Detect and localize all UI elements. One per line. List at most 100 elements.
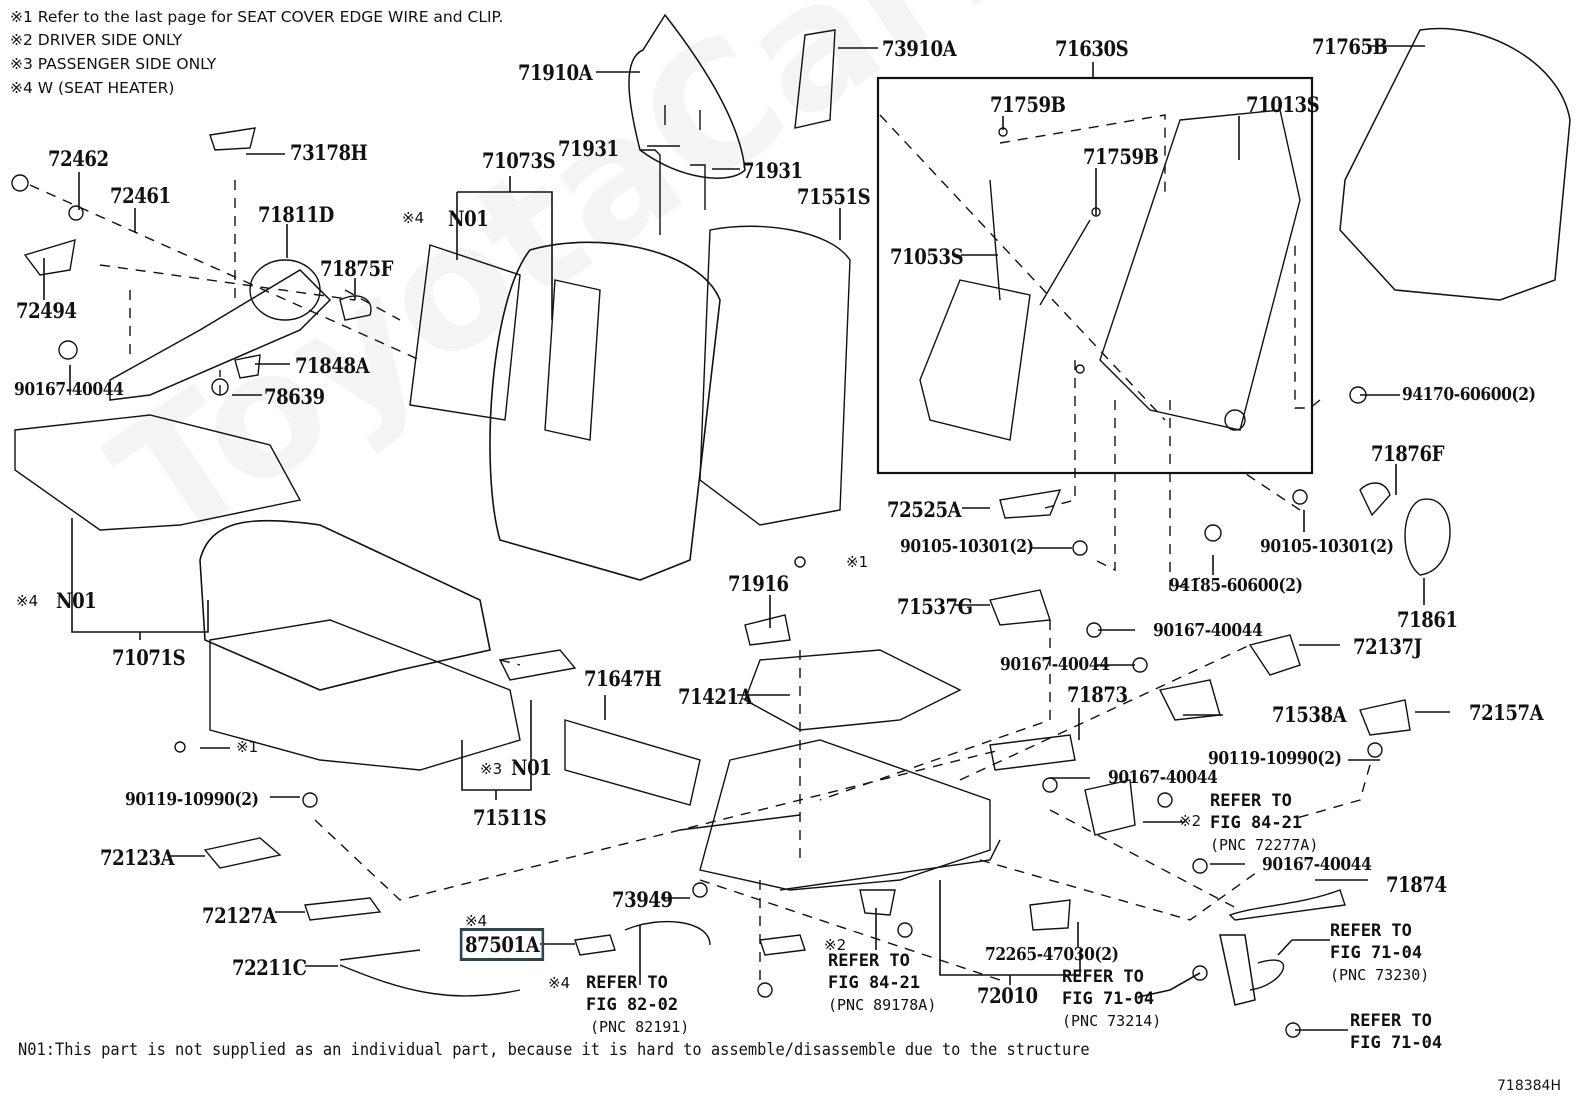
part-label-90119-10990-a[interactable]: 90119-10990(2) [1208,748,1342,769]
part-label-72157A[interactable]: 72157A [1469,700,1544,725]
n01-label-cushion-heater[interactable]: N01 [56,588,97,613]
refer-text: REFER TO [828,951,910,971]
part-label-71537G[interactable]: 71537G [897,594,973,619]
part-label-71071S[interactable]: 71071S [112,645,186,670]
refer-fig: FIG 82-02 [586,995,679,1015]
part-label-90119-10990-b[interactable]: 90119-10990(2) [125,789,259,810]
mark-2-fig8421-a: ※2 [1179,812,1202,830]
seat-cushion-pad-shape [209,619,521,771]
refer-text: REFER TO [1330,921,1412,941]
note-2: ※2 DRIVER SIDE ONLY [10,31,183,49]
part-label-72462[interactable]: 72462 [48,146,109,171]
mark-4-backrest: ※4 [402,209,425,227]
cushion-heater-shape [14,414,302,531]
part-label-71647H[interactable]: 71647H [584,666,662,691]
seatback-cover-shape [489,241,721,581]
part-label-71811D[interactable]: 71811D [258,202,334,227]
part-label-72010[interactable]: 72010 [977,983,1038,1008]
part-label-71630S[interactable]: 71630S [1055,36,1129,61]
part-label-94170-60600[interactable]: 94170-60600(2) [1402,384,1536,405]
refer-pnc: (PNC 72277A) [1210,836,1319,854]
refer-pnc: (PNC 73230) [1330,966,1430,984]
part-label-72127A[interactable]: 72127A [202,903,277,928]
n01-label-cushion-pad[interactable]: N01 [511,755,552,780]
part-label-71916[interactable]: 71916 [728,571,789,596]
refer-fig-84-21-pnc-72277A[interactable]: REFER TO FIG 84-21 (PNC 72277A) [1210,790,1318,856]
part-label-71421A[interactable]: 71421A [678,684,753,709]
footnote-n01: N01:This part is not supplied as an indi… [18,1040,1090,1059]
seatback-frame-shape [1099,109,1301,431]
part-label-71931-a[interactable]: 71931 [558,136,619,161]
refer-pnc: (PNC 89178A) [828,996,937,1014]
part-label-71013S[interactable]: 71013S [1246,92,1320,117]
part-label-90167-40044-a[interactable]: 90167-40044 [14,379,124,400]
mark-3: ※3 [480,760,503,778]
figure-id: 718384H [1497,1078,1561,1094]
part-label-72525A[interactable]: 72525A [887,497,962,522]
refer-fig: FIG 84-21 [1210,813,1303,833]
part-label-71873[interactable]: 71873 [1067,682,1128,707]
seatback-heater-shape [409,244,521,421]
refer-text: REFER TO [1210,791,1292,811]
part-label-71765B[interactable]: 71765B [1312,34,1388,59]
part-label-78639[interactable]: 78639 [264,384,325,409]
part-label-72123A[interactable]: 72123A [100,845,175,870]
part-label-72137J[interactable]: 72137J [1353,634,1422,659]
part-label-71759B-b[interactable]: 71759B [1083,144,1159,169]
refer-fig-82-02-pnc-82191[interactable]: REFER TO FIG 82-02 (PNC 82191) [586,972,689,1038]
part-label-90105-10301-b[interactable]: 90105-10301(2) [1260,536,1394,557]
part-label-72265-47030[interactable]: 72265-47030(2) [985,944,1119,965]
part-label-90167-40044-e[interactable]: 90167-40044 [1262,854,1372,875]
refer-fig-71-04-pnc-73230[interactable]: REFER TO FIG 71-04 (PNC 73230) [1330,920,1429,986]
refer-fig: FIG 71-04 [1062,989,1155,1009]
leader-lines [43,45,1450,1031]
refer-fig-71-04-pnc-73214[interactable]: REFER TO FIG 71-04 (PNC 73214) [1062,966,1161,1032]
part-label-71861[interactable]: 71861 [1397,607,1458,632]
part-label-71910A[interactable]: 71910A [518,60,593,85]
mark-1-cushion: ※1 [236,738,259,756]
part-label-87501A-selected[interactable]: 87501A [459,928,545,961]
part-label-71931-b[interactable]: 71931 [742,158,803,183]
mark-4-fig8202: ※4 [548,974,571,992]
n01-label-backrest-heater[interactable]: N01 [448,206,489,231]
part-label-71053S[interactable]: 71053S [890,244,964,269]
part-label-71073S[interactable]: 71073S [482,148,556,173]
part-label-72494[interactable]: 72494 [16,298,77,323]
mark-1-back: ※1 [846,553,869,571]
refer-fig-71-04-nut[interactable]: REFER TO FIG 71-04 [1350,1010,1442,1054]
seat-spring-shape [744,649,962,731]
refer-fig: FIG 71-04 [1330,943,1423,963]
part-label-90167-40044-d[interactable]: 90167-40044 [1108,767,1218,788]
mark-2-fig8421-b: ※2 [824,936,847,954]
part-label-71759B-a[interactable]: 71759B [990,92,1066,117]
dashed-lines [29,114,1371,985]
part-label-71551S[interactable]: 71551S [797,184,871,209]
seat-cushion-cover-shape [199,519,491,691]
part-label-71876F[interactable]: 71876F [1371,441,1445,466]
part-label-71511S[interactable]: 71511S [473,805,547,830]
part-label-90105-10301-a[interactable]: 90105-10301(2) [900,536,1034,557]
part-label-72461[interactable]: 72461 [110,183,171,208]
part-label-73910A[interactable]: 73910A [882,36,957,61]
part-label-73949[interactable]: 73949 [612,887,673,912]
seat-adjuster-shape [699,739,991,891]
refer-text: REFER TO [1062,967,1144,987]
part-label-73178H[interactable]: 73178H [290,140,368,165]
part-label-71875F[interactable]: 71875F [320,256,394,281]
side-shield-shape [109,269,332,401]
part-label-71538A[interactable]: 71538A [1272,702,1347,727]
part-label-71848A[interactable]: 71848A [295,353,370,378]
refer-text: REFER TO [586,973,668,993]
part-label-72211C[interactable]: 72211C [232,955,307,980]
seatback-pad-shape [699,225,851,526]
part-label-71874[interactable]: 71874 [1386,872,1447,897]
refer-fig-84-21-pnc-89178A[interactable]: REFER TO FIG 84-21 (PNC 89178A) [828,950,936,1016]
assembly-box-71630S [876,76,1314,475]
part-label-90167-40044-b[interactable]: 90167-40044 [1153,620,1263,641]
part-label-94185-60600[interactable]: 94185-60600(2) [1169,575,1303,596]
part-label-90167-40044-c[interactable]: 90167-40044 [1000,654,1110,675]
refer-fig: FIG 84-21 [828,973,921,993]
mark-4-cushion: ※4 [16,592,39,610]
note-1: ※1 Refer to the last page for SEAT COVER… [10,8,504,26]
